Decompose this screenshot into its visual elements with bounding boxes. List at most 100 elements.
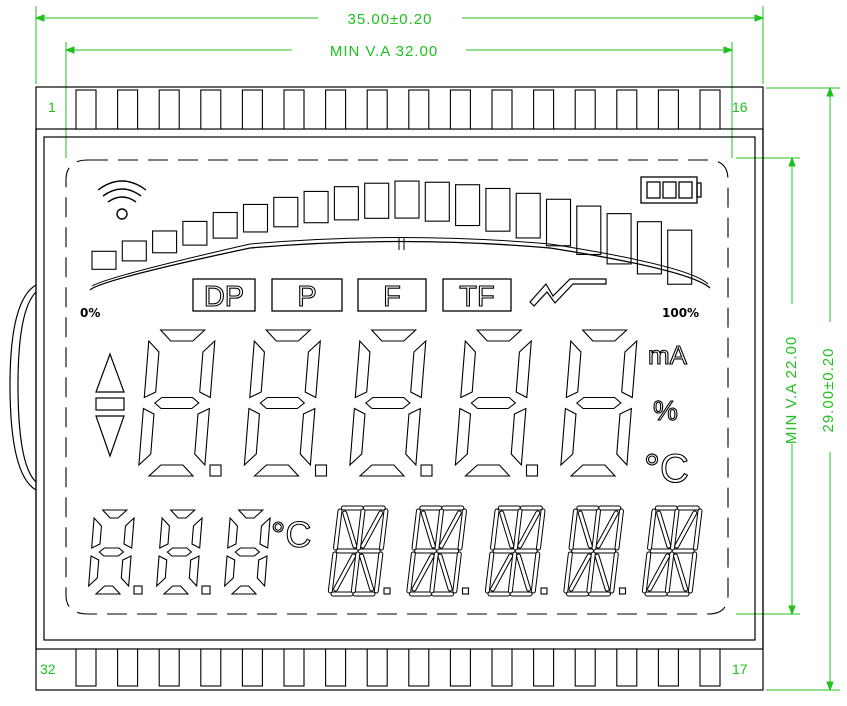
level-bar [91,250,117,270]
pin-bottom [657,648,679,687]
digit-segment [370,329,418,342]
viewing-width-label: MIN V.A 32.00 [330,43,438,60]
unit-ma: mA [648,340,688,370]
pin-top [657,89,679,130]
digit-segment [147,464,195,477]
glass-outline [9,86,764,691]
level-bar [485,187,511,232]
digit-segment [581,329,629,342]
up-arrow-icon [95,352,125,393]
level-bar [636,221,662,275]
digit-segment [259,516,271,549]
digit-segment [120,555,132,588]
decimal-point [461,587,470,595]
pin-bottom [366,648,388,687]
digit-segment [259,396,306,410]
pin-bottom [158,648,180,687]
digit-segment [621,339,638,399]
pin-bottom [699,648,721,687]
digit-segment [162,585,190,595]
main-digits [138,329,638,477]
digit-segment [188,555,200,588]
digit-segment [560,407,577,467]
decimal-point [314,464,328,477]
unit-celsius-small: °C [271,514,311,555]
pin-bottom [574,648,596,687]
pin-top [449,89,471,130]
pin-bottom [200,648,222,687]
scale-midmark [398,238,405,250]
digit-segment [91,516,103,549]
digit-segment [470,396,517,410]
level-bar [242,203,269,233]
digit-segment [510,407,527,467]
digit-segment [159,329,207,342]
decimal-point [201,585,211,595]
pin-bottom [449,648,471,687]
digit-segment [575,396,622,410]
minus-indicator [95,397,125,411]
unit-celsius-main: °C [644,447,689,491]
level-bar [576,205,602,256]
mode-label-dp: DP [204,281,244,313]
pin-top [699,89,721,130]
digit-segment [87,555,100,588]
seven-segment-digit [349,329,433,477]
digit-segment [230,585,258,595]
pin-label-32: 32 [40,661,56,677]
digit-segment [98,547,125,557]
seven-segment-digit [560,329,638,477]
digit-segment [166,547,193,557]
pin-top [366,89,388,130]
level-bar [121,240,147,262]
level-bar [515,192,541,239]
pin-top [283,89,305,130]
alphanumeric-display [327,505,703,597]
digit-segment [169,509,197,519]
digit-segment [565,339,582,399]
small-digits [87,509,271,595]
digit-segment [349,407,366,467]
scale-max-label: 100% [662,306,699,320]
decimal-point [209,464,222,477]
alphanumeric-char [327,505,389,597]
pin-bottom [533,648,555,687]
decimal-point [420,464,433,477]
digit-segment [364,396,411,410]
seven-segment-digit [138,329,222,477]
seven-segment-digit [223,509,271,595]
level-bar-graph [91,180,693,285]
digit-segment [237,509,265,519]
pin-top [408,89,430,130]
level-bar [212,211,238,239]
digit-segment [159,516,171,549]
mode-label-tf: TF [459,281,494,313]
decimal-point [540,587,548,595]
digit-segment [234,547,261,557]
digit-segment [410,339,427,399]
pin-top [574,89,596,130]
seven-segment-digit [243,329,328,477]
digit-segment [143,339,160,399]
pin-top [200,89,222,130]
level-bar [394,180,420,219]
digit-segment [253,464,300,477]
digit-segment [475,329,523,342]
scale-arc [89,240,711,291]
pin-bottom [117,648,139,687]
digit-segment [199,339,216,399]
digit-segment [616,407,633,467]
alphanumeric-char [484,505,546,597]
pin-top [491,89,513,130]
digit-segment [138,407,155,467]
mode-label-f: F [383,281,401,313]
pin-label-17: 17 [732,661,748,677]
pin-bottom [283,648,305,687]
seven-segment-digit [155,509,211,595]
level-bar [545,198,572,247]
scale-arc-inner [91,237,709,287]
digit-segment [223,555,236,588]
level-bar [152,230,178,254]
pin-top [158,89,180,130]
